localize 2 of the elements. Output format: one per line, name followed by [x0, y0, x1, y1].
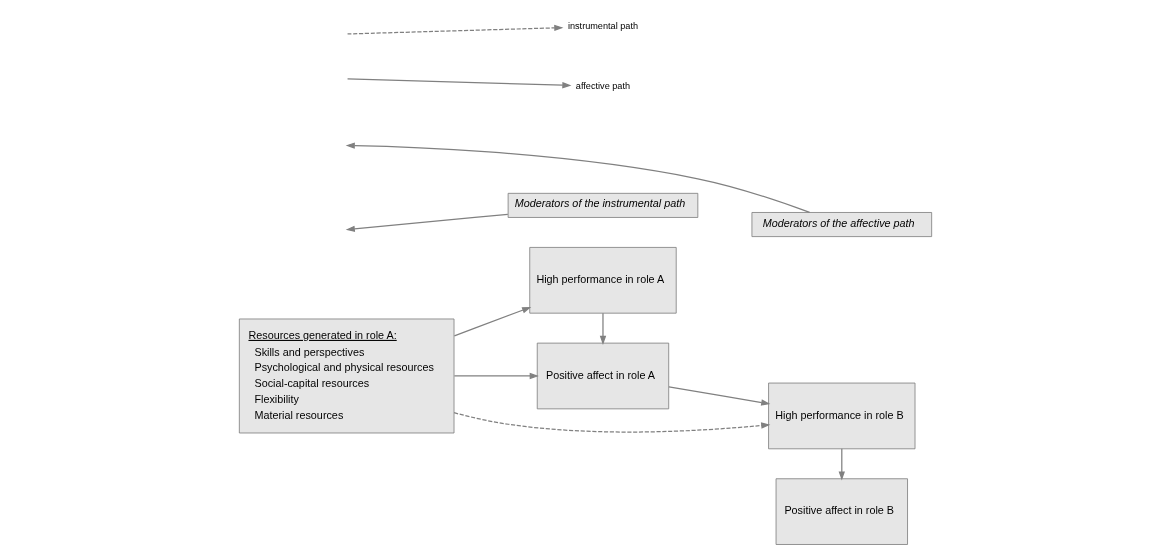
legend-label: affective path [575, 80, 631, 91]
legend-label: instrumental path [567, 20, 639, 31]
